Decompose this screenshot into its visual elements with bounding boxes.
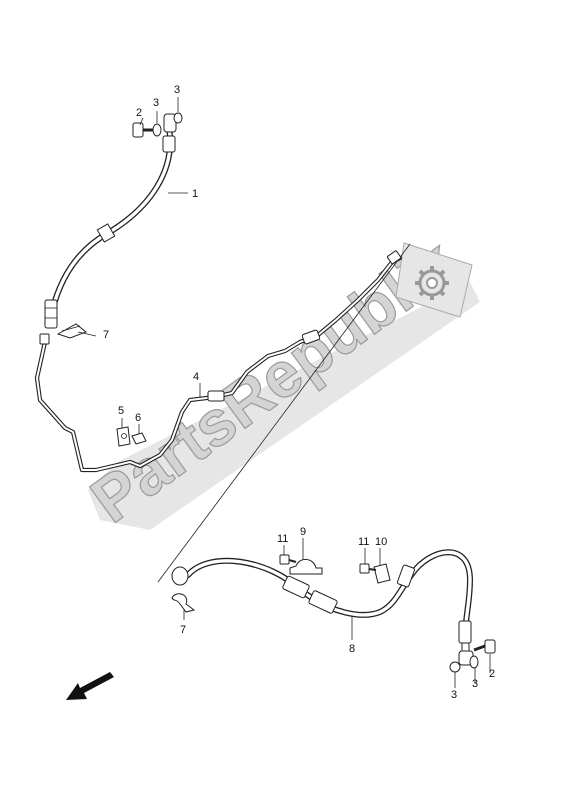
callout-1: 1 (192, 188, 198, 200)
bracket-clamp (116, 426, 131, 447)
divider-line (157, 243, 411, 583)
callout-6: 6 (135, 412, 141, 424)
gear-icon (395, 242, 473, 318)
lower-banjo-assembly (449, 639, 496, 673)
hose-clamp-upper (56, 323, 87, 339)
callout-3-bottom-b: 3 (451, 689, 457, 701)
callout-7-lower: 7 (180, 624, 186, 636)
callout-9: 9 (300, 526, 306, 538)
direction-arrow-icon (66, 672, 114, 700)
callout-11-b: 11 (358, 536, 369, 548)
callout-11-a: 11 (277, 533, 288, 545)
leader-lines (77, 97, 491, 688)
callout-8: 8 (349, 643, 355, 655)
clamp-9 (289, 559, 323, 575)
upper-banjo-assembly (132, 112, 183, 138)
brake-pipe (34, 250, 403, 473)
callout-5: 5 (118, 405, 124, 417)
lower-brake-hose (171, 549, 474, 666)
hose-clamp-lower (171, 593, 196, 613)
clamp-10 (373, 563, 391, 584)
watermark: PartsRepublik (77, 224, 480, 537)
callout-labels: 1 2 3 3 4 5 6 7 7 8 9 10 11 11 2 3 3 (103, 84, 495, 701)
callout-2-top: 2 (136, 107, 142, 119)
callout-4: 4 (193, 371, 199, 383)
bolt-11-a (279, 554, 297, 565)
callout-10: 10 (375, 536, 387, 548)
upper-brake-hose (44, 125, 176, 329)
callout-3-top-a: 3 (153, 97, 159, 109)
callout-7-upper: 7 (103, 329, 109, 341)
callout-3-top-b: 3 (174, 84, 180, 96)
callout-2-bottom: 2 (489, 668, 495, 680)
bolt-11-b (359, 563, 377, 574)
callout-3-bottom-a: 3 (472, 678, 478, 690)
